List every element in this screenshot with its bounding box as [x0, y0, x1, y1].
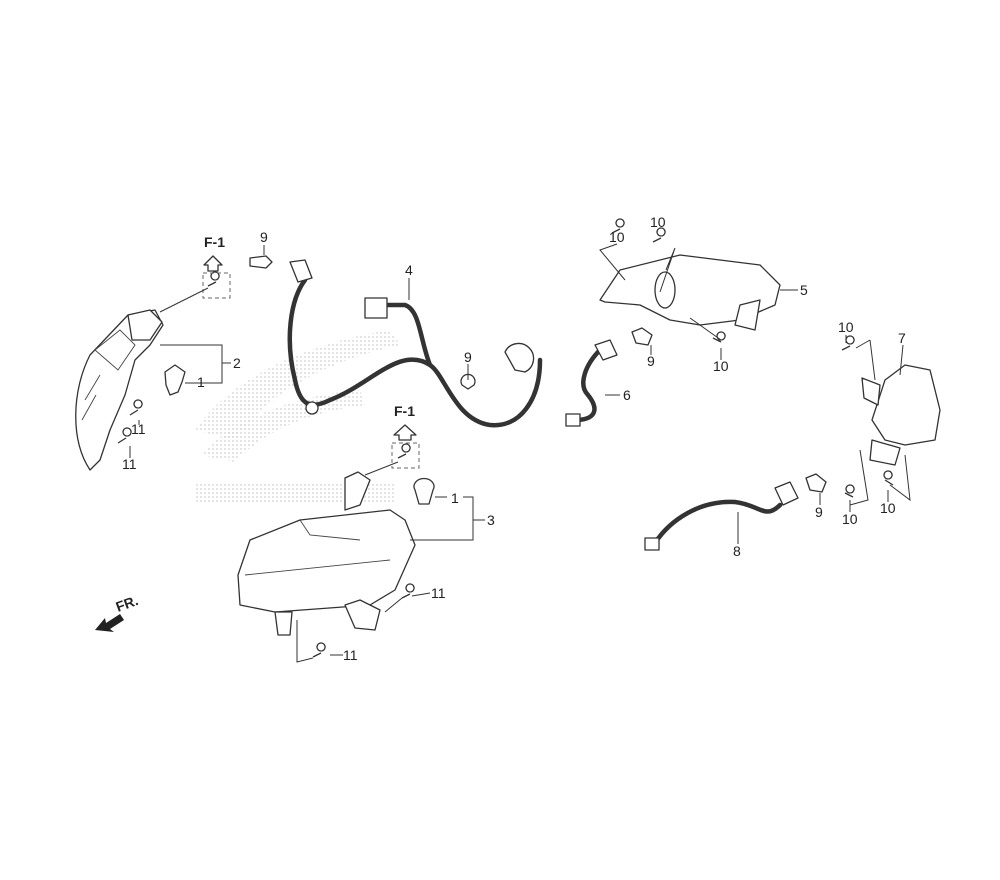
callout-11[interactable]: 11	[431, 585, 446, 601]
left-winker-assembly[interactable]	[75, 309, 164, 471]
callout-4[interactable]: 4	[405, 262, 413, 278]
callout-8[interactable]: 8	[733, 543, 741, 559]
callout-11[interactable]: 11	[343, 647, 358, 663]
callout-7[interactable]: 7	[898, 330, 906, 346]
callout-10[interactable]: 10	[650, 214, 666, 230]
reference-label[interactable]: F-1	[204, 234, 225, 250]
callout-10[interactable]: 10	[609, 229, 625, 245]
bulb-icons	[249, 255, 827, 493]
callout-10[interactable]: 10	[880, 500, 896, 516]
rear-socket-harness[interactable]	[565, 339, 618, 427]
callout-1[interactable]: 1	[197, 374, 205, 390]
direction-label: FR.	[114, 592, 141, 615]
screw-icons	[117, 218, 894, 658]
callout-5[interactable]: 5	[800, 282, 808, 298]
license-socket-harness[interactable]	[644, 481, 799, 551]
callout-10[interactable]: 10	[713, 358, 729, 374]
callout-9[interactable]: 9	[464, 349, 472, 365]
reference-f1-middle	[391, 424, 420, 469]
honda-watermark	[195, 330, 400, 504]
rear-combination-light[interactable]	[599, 254, 781, 331]
callout-3[interactable]: 3	[487, 512, 495, 528]
leader-lines	[129, 243, 911, 663]
reference-label[interactable]: F-1	[394, 403, 415, 419]
callout-2[interactable]: 2	[233, 355, 241, 371]
reference-f1-top	[202, 255, 231, 299]
license-light[interactable]	[861, 364, 941, 466]
callout-9[interactable]: 9	[260, 229, 268, 245]
front-direction-arrow: FR.	[95, 592, 140, 632]
callout-11[interactable]: 11	[131, 421, 146, 437]
front-wire-harness[interactable]	[287, 259, 543, 428]
callout-9[interactable]: 9	[647, 353, 655, 369]
callout-10[interactable]: 10	[838, 319, 854, 335]
callout-11[interactable]: 11	[122, 456, 137, 472]
callout-10[interactable]: 10	[842, 511, 858, 527]
clip-part-1[interactable]	[164, 364, 186, 396]
callout-9[interactable]: 9	[815, 504, 823, 520]
callout-1[interactable]: 1	[451, 490, 459, 506]
headlight-assembly[interactable]	[237, 471, 416, 636]
clip-part-1-headlight[interactable]	[413, 477, 435, 505]
callout-6[interactable]: 6	[623, 387, 631, 403]
